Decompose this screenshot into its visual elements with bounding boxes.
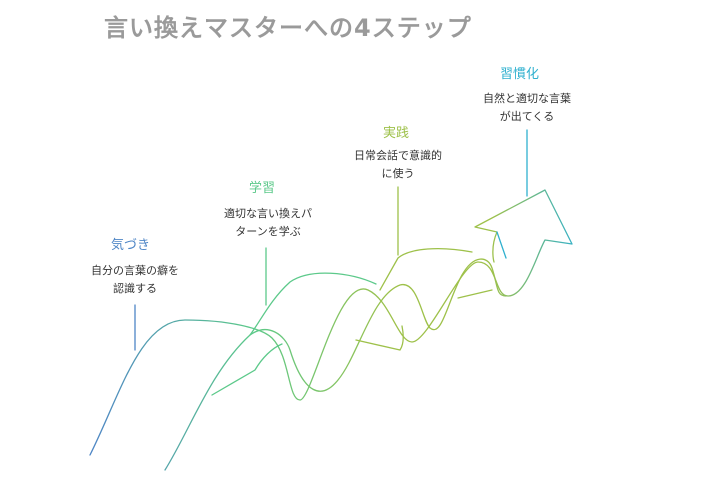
ribbon-bottom-edge <box>164 258 507 471</box>
step-4-title: 習慣化 <box>500 67 540 82</box>
step-1-title: 気づき <box>111 238 151 253</box>
step-4-desc-line-2: が出てくる <box>499 110 555 123</box>
ribbon-fold-3 <box>379 248 473 291</box>
step-3-desc-line-1: 日常会話で意識的 <box>354 149 442 162</box>
step-4-description: 自然と適切な言葉 が出てくる <box>467 90 587 126</box>
diagram-title: 言い換えマスターへの4ステップ <box>104 14 472 42</box>
ribbon-fold-1 <box>249 272 377 336</box>
step-3-description: 日常会話で意識的 に使う <box>338 147 458 183</box>
step-1-desc-line-2: 認識する <box>113 282 157 295</box>
step-4-desc-line-1: 自然と適切な言葉 <box>483 92 571 105</box>
step-2-desc-line-1: 適切な言い換えパ <box>224 207 312 220</box>
step-3-title: 実践 <box>383 126 410 141</box>
step-2-desc-line-2: ターンを学ぶ <box>235 225 301 238</box>
step-1-desc-line-1: 自分の言葉の癖を <box>91 264 179 277</box>
step-3-desc-line-2: に使う <box>381 167 415 180</box>
ribbon-fold-2 <box>211 343 283 396</box>
step-1-description: 自分の言葉の癖を 認識する <box>78 262 192 298</box>
ribbon-top-edge <box>89 189 573 456</box>
step-2-title: 学習 <box>249 181 276 196</box>
ribbon-fold-4 <box>355 325 404 351</box>
step-2-description: 適切な言い換えパ ターンを学ぶ <box>208 205 328 241</box>
ribbon-fold-6 <box>496 231 507 259</box>
ribbon-fold-5 <box>457 289 493 299</box>
